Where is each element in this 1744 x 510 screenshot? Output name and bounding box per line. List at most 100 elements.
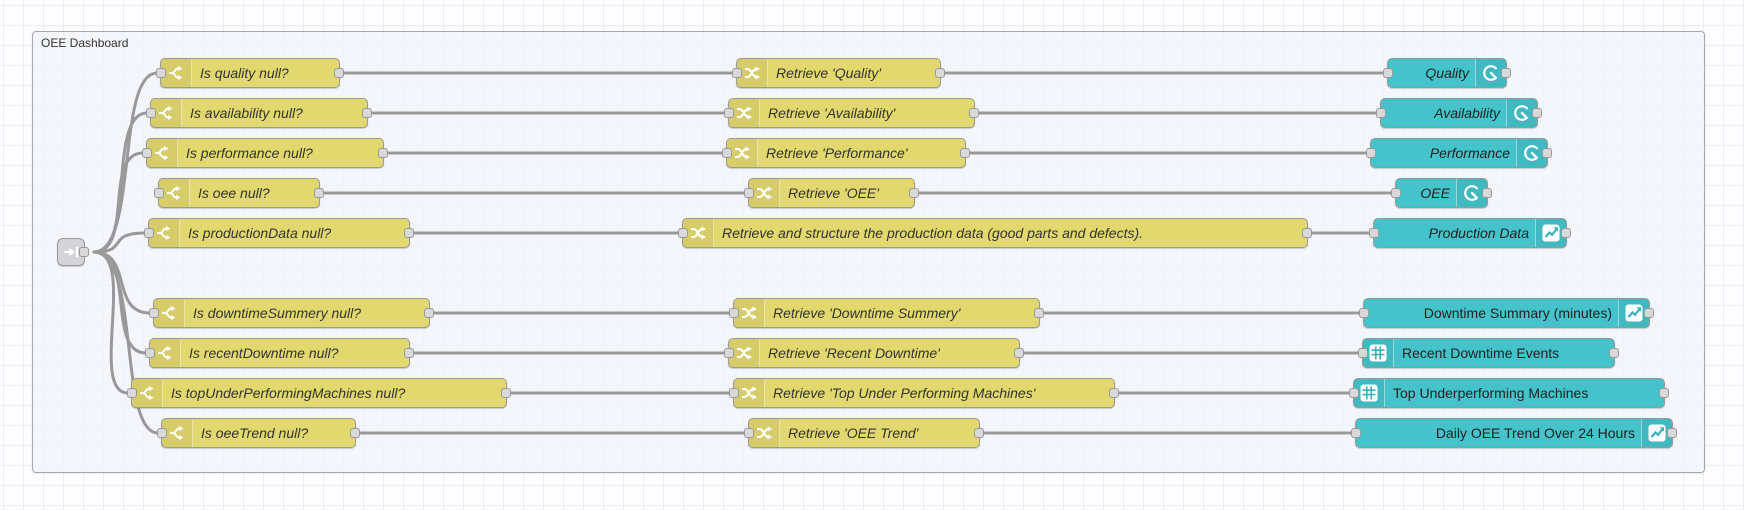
output-port[interactable] [350, 428, 360, 438]
input-port[interactable] [145, 348, 155, 358]
node-label: Retrieve 'Downtime Summery' [773, 305, 961, 321]
output-port[interactable] [1609, 348, 1619, 358]
input-port[interactable] [1383, 68, 1393, 78]
output-port[interactable] [1561, 228, 1571, 238]
input-port[interactable] [729, 308, 739, 318]
output-port[interactable] [1482, 188, 1492, 198]
change-node-retrieve-downtime-summary[interactable]: Retrieve 'Downtime Summery' [729, 298, 1044, 328]
output-port[interactable] [1014, 348, 1024, 358]
change-node-retrieve-top-underperforming[interactable]: Retrieve 'Top Under Performing Machines' [729, 378, 1119, 408]
output-port[interactable] [362, 108, 372, 118]
input-port[interactable] [1376, 108, 1386, 118]
switch-node-recent-downtime[interactable]: Is recentDowntime null? [145, 338, 414, 368]
input-port[interactable] [729, 388, 739, 398]
input-port[interactable] [149, 308, 159, 318]
input-port[interactable] [146, 108, 156, 118]
output-port[interactable] [1501, 68, 1511, 78]
switch-node-availability[interactable]: Is availability null? [146, 98, 372, 128]
switch-node-top-underperforming[interactable]: Is topUnderPerformingMachines null? [127, 378, 511, 408]
output-port[interactable] [974, 428, 984, 438]
table-icon [1363, 339, 1394, 367]
input-port[interactable] [1366, 148, 1376, 158]
change-node-retrieve-performance[interactable]: Retrieve 'Performance' [722, 138, 970, 168]
change-node-retrieve-quality[interactable]: Retrieve 'Quality' [732, 58, 945, 88]
wire[interactable] [92, 250, 148, 355]
output-port[interactable] [501, 388, 511, 398]
input-port[interactable] [724, 108, 734, 118]
input-port[interactable] [678, 228, 688, 238]
output-port[interactable] [334, 68, 344, 78]
switch-node-production-data[interactable]: Is productionData null? [144, 218, 414, 248]
node-label: Is performance null? [186, 145, 313, 161]
output-port[interactable] [1034, 308, 1044, 318]
output-port[interactable] [79, 247, 89, 257]
output-port[interactable] [969, 108, 979, 118]
chart-node-production-data[interactable]: Production Data [1369, 218, 1571, 248]
wire[interactable] [92, 250, 160, 435]
change-node-retrieve-production-data[interactable]: Retrieve and structure the production da… [678, 218, 1312, 248]
switch-node-quality[interactable]: Is quality null? [156, 58, 344, 88]
table-node-top-underperforming-machines[interactable]: Top Underperforming Machines [1349, 378, 1669, 408]
chart-icon [1641, 419, 1672, 447]
input-port[interactable] [1369, 228, 1379, 238]
output-port[interactable] [424, 308, 434, 318]
link-in-node[interactable] [57, 238, 89, 266]
switch-node-oee[interactable]: Is oee null? [154, 178, 324, 208]
output-port[interactable] [935, 68, 945, 78]
input-port[interactable] [1349, 388, 1359, 398]
switch-node-downtime-summary[interactable]: Is downtimeSummery null? [149, 298, 434, 328]
input-port[interactable] [732, 68, 742, 78]
input-port[interactable] [1358, 348, 1368, 358]
input-port[interactable] [1359, 308, 1369, 318]
output-port[interactable] [1667, 428, 1677, 438]
output-port[interactable] [1302, 228, 1312, 238]
chart-node-downtime-summary[interactable]: Downtime Summary (minutes) [1359, 298, 1654, 328]
table-node-recent-downtime-events[interactable]: Recent Downtime Events [1358, 338, 1619, 368]
chart-icon [1618, 299, 1649, 327]
switch-icon [147, 139, 178, 167]
switch-icon [159, 179, 190, 207]
gauge-node-availability[interactable]: Availability [1376, 98, 1542, 128]
input-port[interactable] [156, 68, 166, 78]
node-label: OEE [1420, 185, 1450, 201]
output-port[interactable] [404, 228, 414, 238]
change-node-retrieve-recent-downtime[interactable]: Retrieve 'Recent Downtime' [724, 338, 1024, 368]
input-port[interactable] [744, 428, 754, 438]
input-port[interactable] [157, 428, 167, 438]
wire[interactable] [92, 151, 145, 254]
output-port[interactable] [404, 348, 414, 358]
input-port[interactable] [144, 228, 154, 238]
input-port[interactable] [154, 188, 164, 198]
node-label: Quality [1425, 65, 1469, 81]
wire[interactable] [92, 231, 147, 254]
change-node-retrieve-oee[interactable]: Retrieve 'OEE' [744, 178, 919, 208]
output-port[interactable] [1659, 388, 1669, 398]
group-label: OEE Dashboard [41, 36, 129, 50]
input-port[interactable] [722, 148, 732, 158]
chart-node-daily-oee-trend[interactable]: Daily OEE Trend Over 24 Hours [1351, 418, 1677, 448]
output-port[interactable] [314, 188, 324, 198]
input-port[interactable] [142, 148, 152, 158]
output-port[interactable] [1532, 108, 1542, 118]
output-port[interactable] [1644, 308, 1654, 318]
switch-node-performance[interactable]: Is performance null? [142, 138, 388, 168]
gauge-node-performance[interactable]: Performance [1366, 138, 1552, 168]
gauge-node-oee[interactable]: OEE [1391, 178, 1492, 208]
output-port[interactable] [1542, 148, 1552, 158]
input-port[interactable] [744, 188, 754, 198]
change-node-retrieve-oee-trend[interactable]: Retrieve 'OEE Trend' [744, 418, 984, 448]
switch-node-oee-trend[interactable]: Is oeeTrend null? [157, 418, 360, 448]
output-port[interactable] [960, 148, 970, 158]
gauge-node-quality[interactable]: Quality [1383, 58, 1511, 88]
input-port[interactable] [1351, 428, 1361, 438]
node-label: Is oeeTrend null? [201, 425, 309, 441]
output-port[interactable] [909, 188, 919, 198]
change-node-retrieve-availability[interactable]: Retrieve 'Availability' [724, 98, 979, 128]
input-port[interactable] [127, 388, 137, 398]
change-icon [729, 339, 760, 367]
output-port[interactable] [1109, 388, 1119, 398]
input-port[interactable] [1391, 188, 1401, 198]
input-port[interactable] [724, 348, 734, 358]
output-port[interactable] [378, 148, 388, 158]
